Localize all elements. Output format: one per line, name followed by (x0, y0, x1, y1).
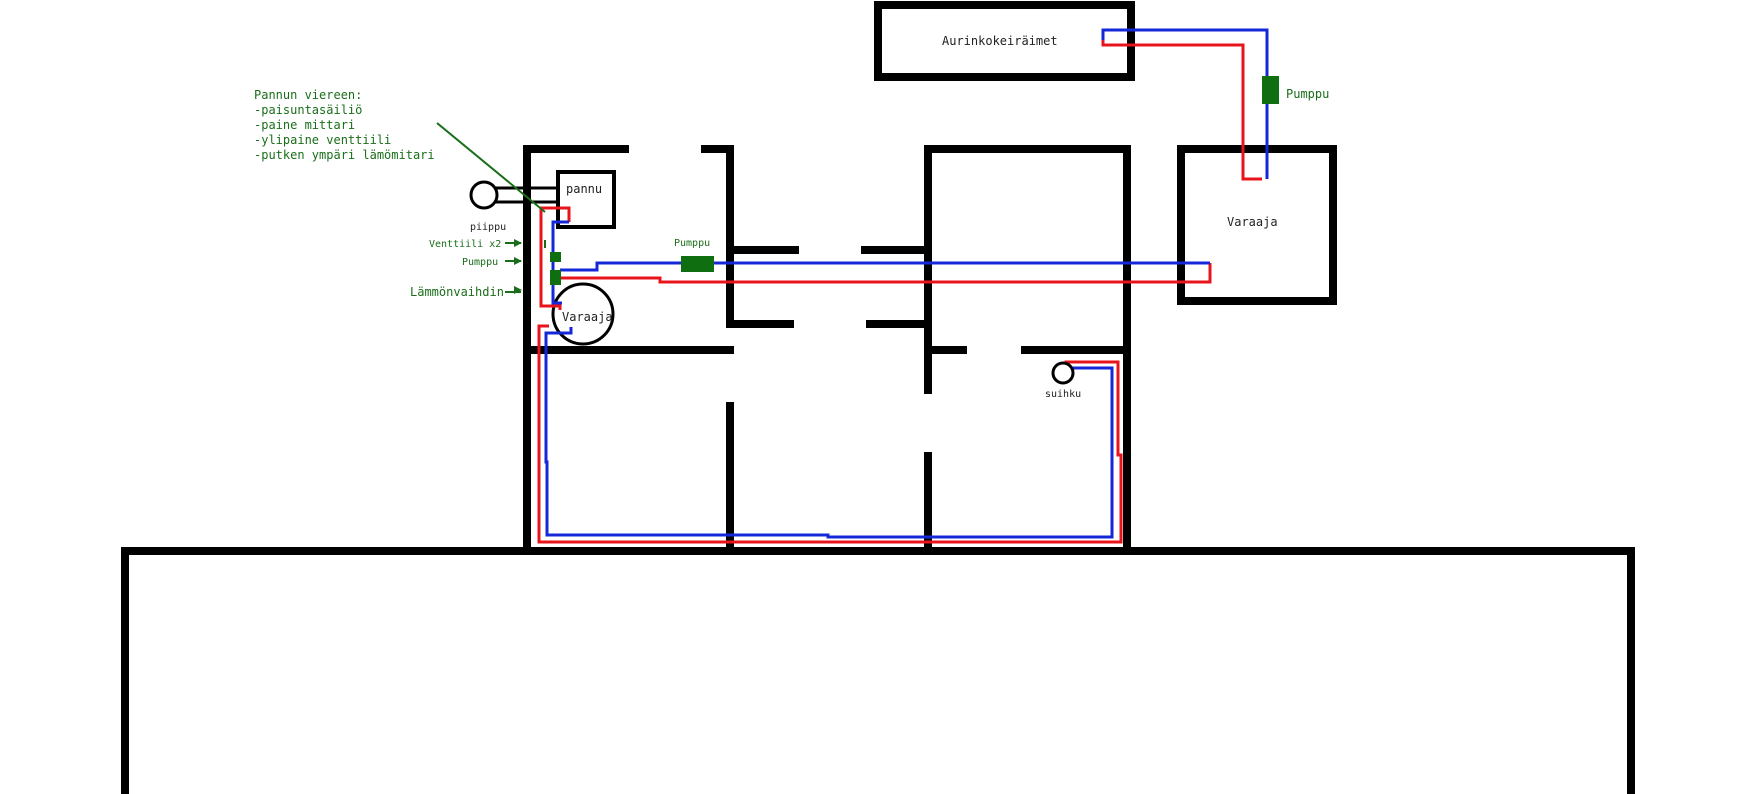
note-line: -paisuntasäiliö (254, 103, 362, 117)
cold-pipes (544, 28, 1269, 539)
cold-pipe-boiler (551, 220, 569, 305)
cold-pipe-solar (1101, 28, 1269, 179)
boiler-note: Pannun viereen: -paisuntasäiliö -paine m… (254, 88, 435, 162)
small-pump-label: Pumppu (462, 257, 498, 268)
main-building-outline (121, 547, 1635, 794)
boiler-label: pannu (566, 182, 602, 196)
annotation-arrows (436, 122, 546, 294)
left-tank-circle (551, 282, 615, 346)
chimney-label: piippu (470, 222, 506, 233)
heat-exchanger-label: Lämmönvaihdin (410, 285, 504, 299)
solar-collector-box (874, 1, 1135, 81)
note-title: Pannun viereen: (254, 88, 362, 102)
cold-pipe-return (560, 261, 1210, 272)
collectors-label: Aurinkokeiräimet (942, 34, 1058, 48)
mid-pump-label: Pumppu (674, 238, 710, 249)
hot-pipe-shower (537, 324, 1123, 544)
note-pointer-line (436, 122, 546, 213)
valve-component (550, 252, 561, 262)
solar-pump-label: Pumppu (1286, 87, 1329, 101)
small-pump-component (550, 270, 561, 285)
hot-pipe-supply (560, 263, 1212, 284)
shower-icon (1051, 361, 1075, 385)
solar-pump-component (1262, 76, 1279, 104)
shower-label: suihku (1045, 389, 1081, 400)
hot-pipe-boiler (539, 206, 571, 310)
note-line: -paine mittari (254, 118, 355, 132)
right-tank-label: Varaaja (1227, 215, 1278, 229)
mid-pump-component (681, 256, 714, 272)
valves-label: Venttiili x2 (429, 239, 501, 250)
note-line: -ylipaine venttiili (254, 133, 391, 147)
boiler-box (556, 170, 616, 229)
hot-pipes (537, 40, 1262, 544)
chimney-circle (469, 180, 499, 210)
note-line: -putken ympäri lämömitari (254, 148, 435, 162)
cold-pipe-shower (544, 327, 1114, 539)
building-walls (121, 145, 1635, 794)
left-tank-label: Varaaja (562, 310, 613, 324)
hot-pipe-solar (1101, 40, 1262, 181)
chimney-flue (495, 186, 558, 204)
right-tank-box (1177, 145, 1337, 305)
